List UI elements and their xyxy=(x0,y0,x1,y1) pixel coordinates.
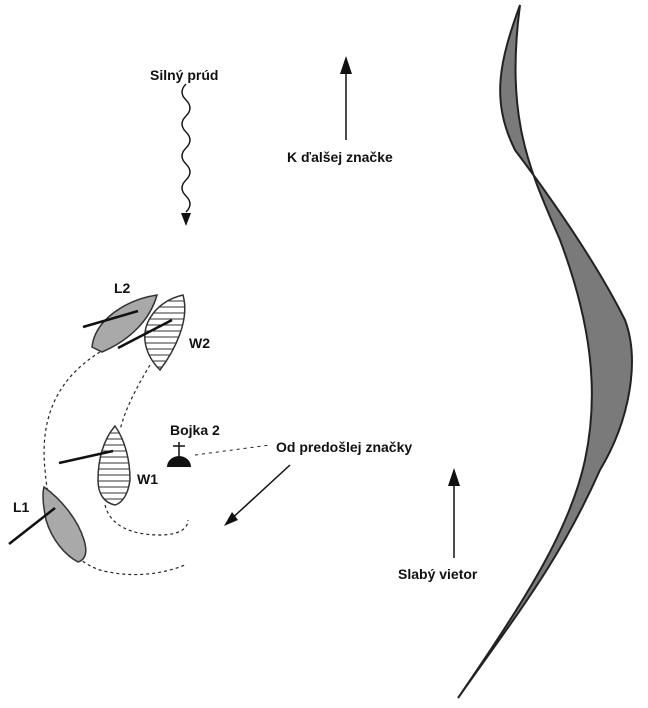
buoy-2 xyxy=(167,442,191,467)
track-buoy-gap xyxy=(194,444,271,456)
label-from-previous-mark: Od predošlej značky xyxy=(276,439,412,455)
boat-w2 xyxy=(117,294,186,372)
label-boat-l2: L2 xyxy=(114,280,131,296)
current-wave-arrow xyxy=(181,83,191,213)
label-to-next-mark: K ďalšej značke xyxy=(287,149,393,165)
current-arrow-head xyxy=(181,213,191,226)
boat-l2 xyxy=(82,294,159,353)
shoreline xyxy=(457,4,633,699)
label-strong-current: Silný prúd xyxy=(150,67,218,83)
previous-mark-arrow-head xyxy=(224,512,238,526)
label-weak-wind: Slabý vietor xyxy=(398,566,478,582)
label-boat-w1: W1 xyxy=(137,471,158,487)
label-boat-l1: L1 xyxy=(13,499,30,515)
next-mark-arrow-head xyxy=(340,56,352,74)
boat-w1 xyxy=(58,424,131,506)
previous-mark-arrow xyxy=(227,464,291,523)
wind-arrow-head xyxy=(448,468,460,486)
label-boat-w2: W2 xyxy=(189,335,210,351)
track-w-boats xyxy=(104,364,189,536)
boat-l1 xyxy=(8,485,87,563)
label-buoy: Bojka 2 xyxy=(170,422,220,438)
